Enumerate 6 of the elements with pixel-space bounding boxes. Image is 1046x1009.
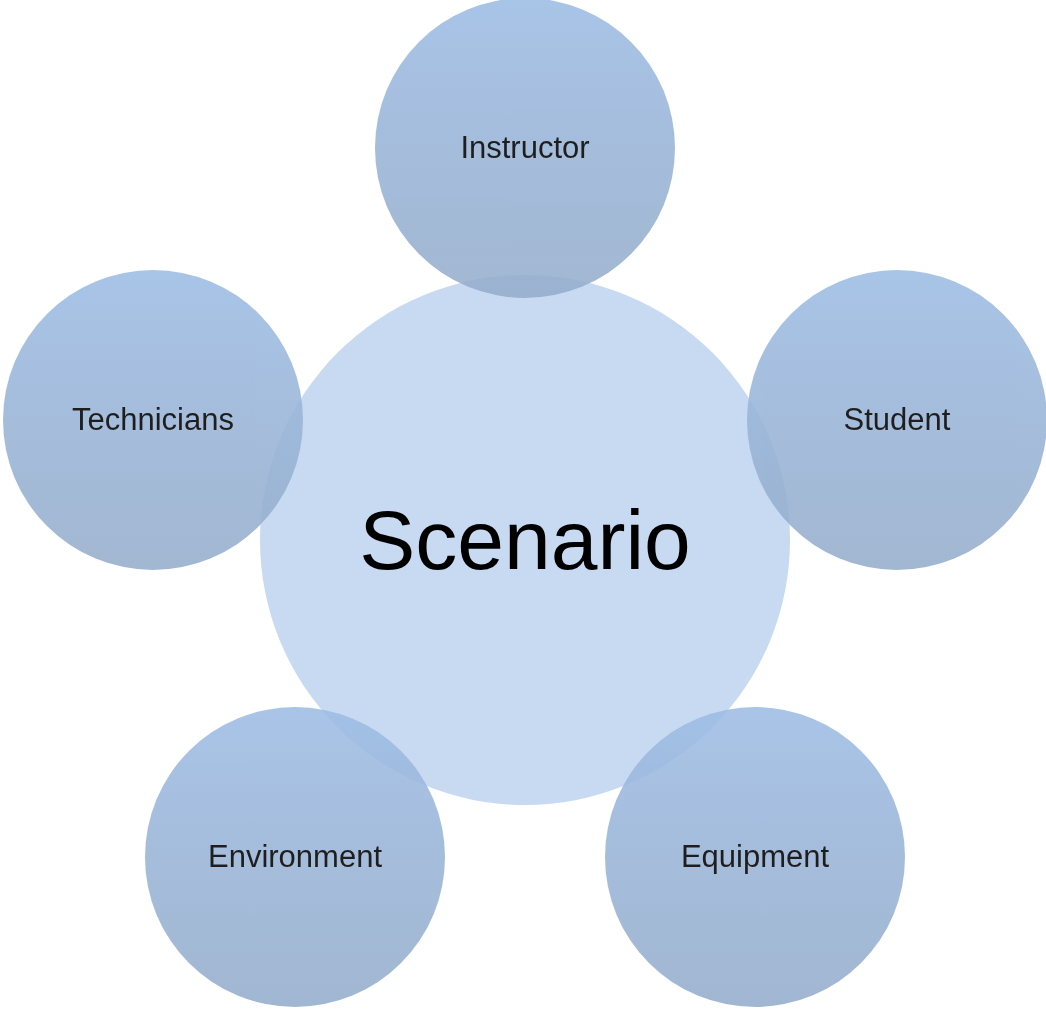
node-label: Technicians [72, 402, 234, 438]
node-label: Scenario [359, 491, 691, 589]
node-label: Instructor [460, 130, 590, 166]
node-label: Equipment [680, 839, 830, 875]
node-label: Environment [208, 839, 382, 875]
node-label: Student [843, 402, 951, 438]
